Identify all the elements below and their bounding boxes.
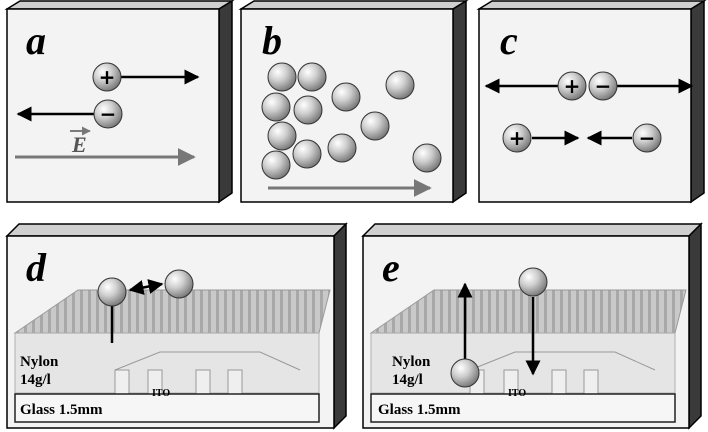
positive-charge (92, 62, 122, 92)
glass-substrate (14, 393, 320, 423)
panel-a: a + − E (4, 0, 235, 204)
panel-e-side (688, 222, 702, 430)
depositing-particle (518, 267, 548, 297)
bound-negative-sign: − (595, 74, 612, 98)
panel-a-top (4, 0, 235, 10)
panel-d-side (333, 222, 347, 430)
glass-label-e: Glass 1.5mm (378, 402, 461, 418)
neutral-particle (292, 139, 322, 169)
electric-field-label: E (71, 132, 87, 157)
neutral-particle (327, 133, 357, 163)
ito-label-e: ITO (508, 388, 526, 399)
panel-c-face (478, 8, 692, 203)
free-negative-charge (632, 123, 662, 153)
panel-c-letter: c (500, 18, 518, 63)
free-particle (164, 269, 194, 299)
neutral-particle (261, 150, 291, 180)
anchored-particle (97, 277, 127, 307)
neutral-particle (331, 82, 361, 112)
particle-cluster (261, 62, 442, 180)
panel-a-letter: a (26, 18, 46, 63)
panel-d-letter: d (26, 245, 47, 290)
free-positive-charge (502, 123, 532, 153)
panel-b: b (238, 0, 469, 204)
free-negative-sign: − (639, 126, 656, 150)
negative-sign: − (100, 102, 117, 126)
panel-b-side (452, 0, 467, 204)
neutral-particle (385, 70, 415, 100)
bound-positive-sign: + (564, 74, 581, 98)
panel-b-letter: b (262, 18, 282, 63)
positive-sign: + (99, 65, 116, 89)
interaction-arrow (128, 279, 164, 295)
neutral-particle (267, 121, 297, 151)
bound-negative-charge (588, 71, 618, 101)
nylon-concentration-label-e: 14g/l (392, 372, 423, 388)
detaching-particle (450, 358, 480, 388)
nylon-layer (14, 332, 320, 394)
panel-b-top (238, 0, 469, 10)
panel-e: e Nylon 14g/l ITO Glass 1.5mm (361, 222, 703, 430)
panel-d-top (5, 223, 348, 237)
free-positive-sign: + (509, 126, 526, 150)
neutral-particle (360, 111, 390, 141)
bound-positive-charge (557, 71, 587, 101)
nylon-layer-e (370, 332, 676, 394)
neutral-particle (261, 92, 291, 122)
panel-c-top (476, 0, 707, 10)
glass-label: Glass 1.5mm (20, 402, 103, 418)
nylon-concentration-label: 14g/l (20, 372, 51, 388)
ito-label: ITO (152, 388, 170, 399)
panel-d: d Nylon 14g/l ITO Glass 1.5mm (5, 222, 348, 430)
neutral-particle (267, 62, 297, 92)
nylon-label: Nylon (20, 354, 59, 370)
glass-substrate-e (370, 393, 676, 423)
negative-charge (93, 99, 123, 129)
neutral-particle (412, 143, 442, 173)
neutral-particle (297, 62, 327, 92)
panel-c-side (690, 0, 705, 204)
nylon-label-e: Nylon (392, 354, 431, 370)
panel-e-top (361, 223, 703, 237)
panel-a-side (218, 0, 233, 204)
neutral-particle (293, 95, 323, 125)
panel-c: c + − + − (476, 0, 707, 204)
panel-e-letter: e (382, 245, 400, 290)
